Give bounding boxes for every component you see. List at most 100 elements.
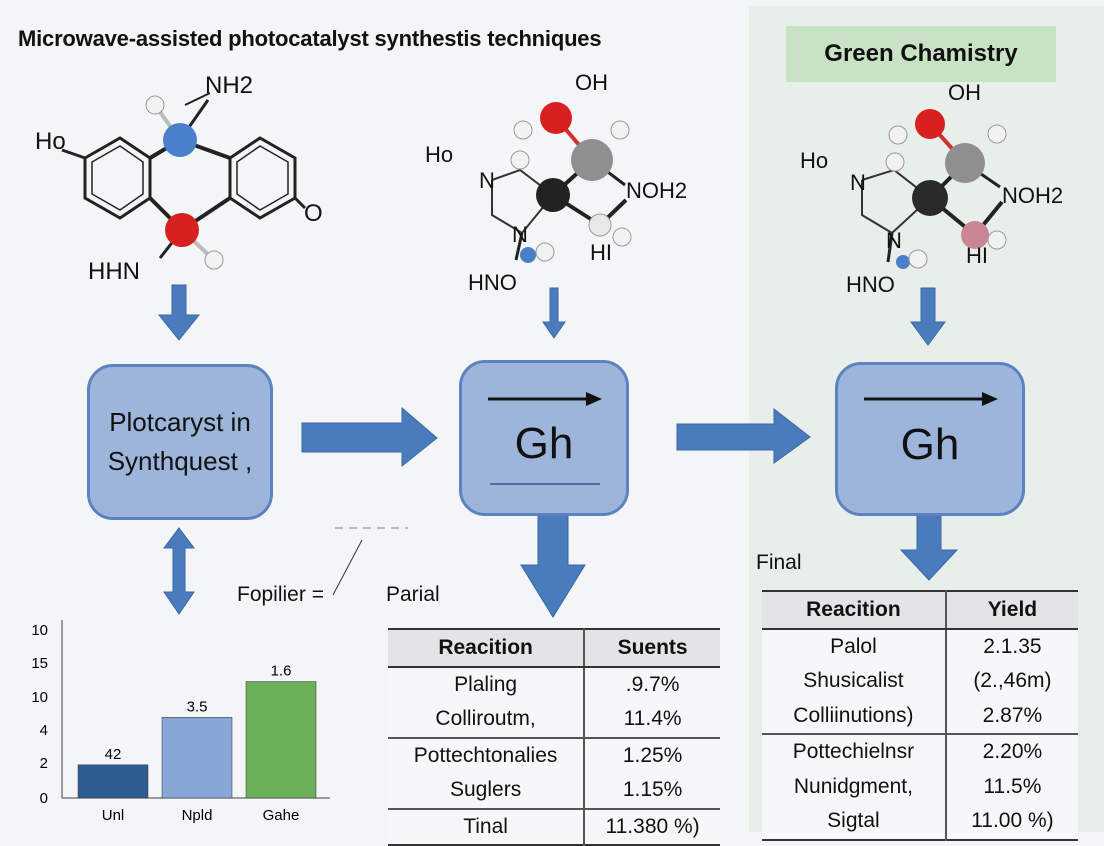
reaction-cell: Plaling: [454, 673, 518, 696]
middle-box-label: Gh: [514, 419, 574, 468]
table-header: Reacition: [762, 591, 946, 630]
table-row: Shusicalist (2.,46m): [762, 664, 1078, 699]
bar-unl: [77, 764, 149, 799]
atom-label-n: N: [886, 228, 902, 253]
value-cell: (2.,46m): [944, 664, 1078, 699]
atom-label-hi: HI: [966, 243, 988, 268]
atom-label-oh: OH: [948, 80, 981, 105]
arrow-down-right-big: [899, 514, 959, 581]
bar-npld: [161, 717, 233, 799]
arrow-right-1: [301, 406, 438, 468]
synthesis-box: Plotcaryst in Synthquest ,: [87, 364, 273, 520]
reaction-table-partial: Reacition Suents Plaling.9.7%Colliroutm,…: [388, 628, 720, 846]
arrow-updown-left: [163, 527, 195, 615]
arrow-down-left: [157, 284, 201, 341]
table-row: Colliinutions)2.87%: [762, 698, 1078, 735]
atom-label-hi: HI: [590, 240, 612, 265]
value-cell: 2.1.35: [944, 629, 1078, 665]
bar-data-label: 1.6: [271, 663, 292, 680]
arrow-down-mid: [542, 287, 566, 339]
table-row: Colliroutm, 11.4%: [388, 702, 720, 738]
x-tick-label: Gahe: [263, 807, 300, 824]
reaction-cell: Colliinutions): [793, 703, 914, 727]
y-tick-label: 10: [31, 689, 48, 706]
green-chemistry-badge: Green Chamistry: [786, 26, 1056, 82]
table-header: Suents: [583, 629, 720, 668]
arrow-right-icon: [864, 392, 998, 406]
atom-label-nh2: NH2: [205, 72, 254, 99]
molecule-right: [861, 109, 1007, 269]
middle-process-box: Gh: [459, 360, 629, 516]
reaction-cell: Colliroutm,: [435, 707, 536, 731]
atom-label-o: O: [304, 200, 323, 227]
y-tick-label: 2: [40, 755, 48, 772]
reaction-cell: Palol: [830, 635, 877, 658]
atom-label-hno: HNO: [846, 272, 895, 297]
bar-data-label: 3.5: [187, 698, 208, 715]
synthesis-box-line-1: Plotcaryst in: [109, 407, 251, 437]
table-row: Suglers 1.15%: [388, 773, 720, 809]
atom-label-n: N: [479, 168, 495, 193]
value-cell: .9.7%: [583, 667, 720, 703]
atom-label-ho: Ho: [425, 142, 454, 167]
value-cell: 11.380 %): [583, 807, 720, 846]
pointer-line: [332, 539, 363, 596]
x-tick-label: Unl: [102, 807, 125, 824]
table-header: Reacition: [388, 629, 585, 668]
reaction-cell: Tinal: [388, 807, 585, 846]
y-tick-label: 10: [31, 622, 48, 639]
reaction-cell: Shusicalist: [803, 669, 904, 693]
arrow-down-right: [910, 287, 946, 346]
value-cell: 2.20%: [944, 733, 1078, 770]
atom-label-hhn: HHN: [88, 258, 140, 285]
table-row: Plaling .9.7%: [388, 667, 720, 703]
bar-data-label: 42: [105, 746, 122, 763]
atom-label-hno: HNO: [468, 270, 517, 295]
final-label: Final: [756, 551, 802, 574]
atom-label-n: N: [512, 222, 528, 247]
value-cell: 1.15%: [583, 773, 720, 809]
reaction-cell: Sigtal: [827, 809, 880, 833]
chart-labels: 42 3.5 1.6: [105, 663, 292, 763]
table-header: Yield: [944, 591, 1078, 630]
reaction-cell: Suglers: [449, 778, 522, 802]
bar-gahe: [245, 681, 317, 799]
x-tick-label: Npld: [182, 807, 213, 824]
arrow-right-2: [676, 407, 811, 464]
fopilier-label: Fopilier =: [237, 583, 324, 606]
table-row: Sigtal 11.00 %): [762, 804, 1078, 840]
box-underline: [490, 483, 600, 485]
chart-xticks: Unl Npld Gahe: [102, 807, 300, 824]
value-cell: 1.25%: [583, 736, 720, 774]
page-title: Microwave-assisted photocatalyst synthes…: [18, 26, 602, 51]
right-box-label: Gh: [900, 420, 960, 469]
atom-label-ho: Ho: [800, 148, 829, 173]
value-cell: 11.5%: [944, 769, 1078, 805]
reaction-cell: Pottechtonalies: [388, 736, 585, 774]
reaction-cell: Nunidgment,: [793, 774, 913, 798]
molecule-mid: [491, 102, 632, 263]
table-row: Palol 2.1.35: [762, 629, 1078, 665]
atom-label-noh2: NOH2: [1002, 183, 1064, 208]
y-tick-label: 0: [40, 790, 48, 807]
atom-label-oh: OH: [575, 70, 608, 95]
arrow-down-mid-big: [520, 507, 586, 618]
y-tick-label: 15: [31, 655, 48, 672]
synthesis-box-line-2: Synthquest ,: [107, 446, 253, 476]
arrow-right-icon: [488, 392, 602, 406]
atom-label-n: N: [850, 170, 866, 195]
parial-label: Parial: [386, 583, 440, 606]
atom-label-ho: Ho: [35, 128, 66, 155]
value-cell: 11.00 %): [944, 804, 1078, 840]
reaction-cell: Pottechielnsr: [762, 733, 946, 770]
molecule-left: [61, 92, 307, 270]
right-process-box: Gh: [835, 362, 1025, 516]
value-cell: 11.4%: [583, 702, 720, 738]
